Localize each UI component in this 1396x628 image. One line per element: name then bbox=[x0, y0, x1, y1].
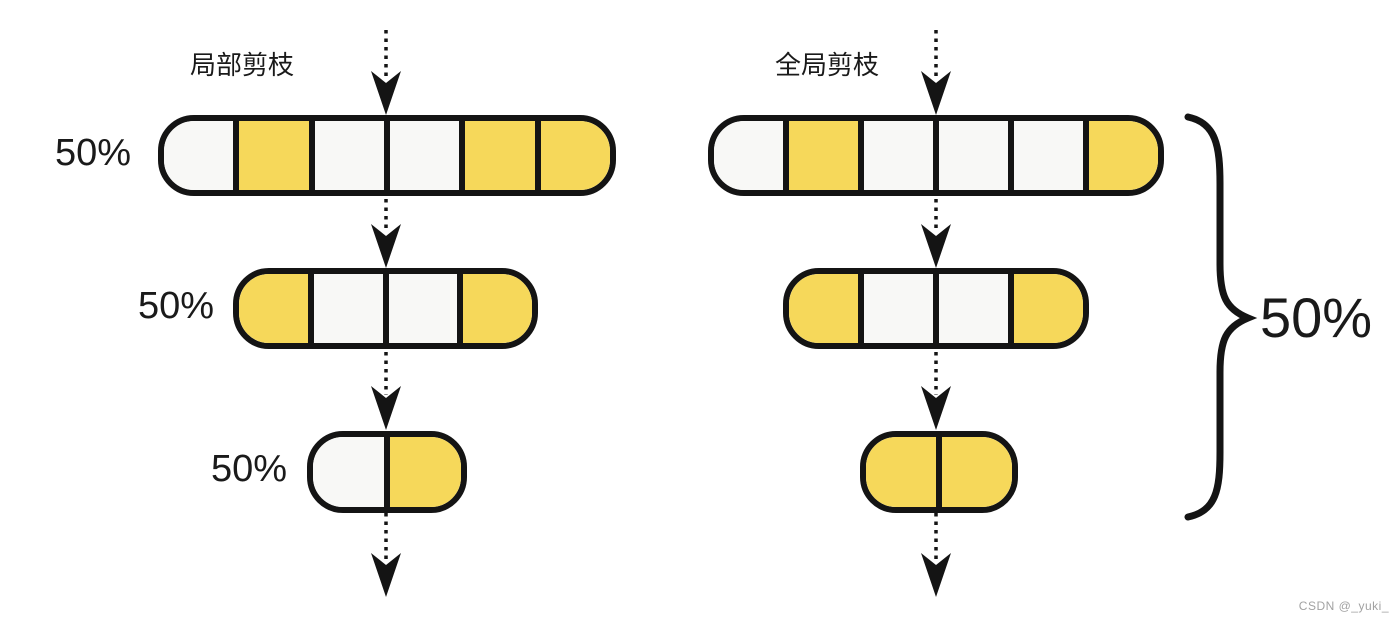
down-arrow-icon bbox=[371, 352, 401, 430]
down-arrow-icon bbox=[371, 513, 401, 597]
local-row3-percentage: 50% bbox=[211, 448, 288, 490]
bar-segment-white bbox=[164, 121, 234, 190]
bar-segment-yellow bbox=[534, 121, 610, 190]
down-arrow-icon bbox=[921, 352, 951, 430]
down-arrow-icon bbox=[921, 30, 951, 115]
bar-segment-yellow bbox=[936, 437, 1012, 507]
bar-segment-white bbox=[308, 121, 384, 190]
bar-segment-white bbox=[933, 274, 1008, 343]
bar-segment-white bbox=[307, 274, 383, 343]
local-row1-percentage: 50% bbox=[55, 132, 132, 174]
curly-brace-icon bbox=[1184, 113, 1258, 521]
bar-segment-white bbox=[858, 274, 933, 343]
down-arrow-icon bbox=[921, 199, 951, 268]
pruning-bar-global-1 bbox=[708, 115, 1164, 196]
global-total-percentage: 50% bbox=[1260, 286, 1373, 349]
bar-segment-yellow bbox=[384, 437, 461, 507]
down-arrow-icon bbox=[371, 30, 401, 115]
bar-segment-yellow bbox=[1083, 121, 1158, 190]
bar-segment-white bbox=[1008, 121, 1083, 190]
bar-segment-yellow bbox=[459, 121, 535, 190]
bar-segment-white bbox=[313, 437, 384, 507]
down-arrow-icon bbox=[921, 513, 951, 597]
bar-segment-yellow bbox=[1008, 274, 1083, 343]
pruning-bar-local-3 bbox=[307, 431, 467, 513]
pruning-bar-global-2 bbox=[783, 268, 1089, 349]
watermark: CSDN @_yuki_ bbox=[1298, 599, 1389, 613]
down-arrow-icon bbox=[371, 199, 401, 268]
bar-segment-yellow bbox=[789, 274, 858, 343]
bar-segment-white bbox=[382, 274, 458, 343]
bar-segment-white bbox=[858, 121, 933, 190]
bar-segment-yellow bbox=[457, 274, 532, 343]
bar-segment-white bbox=[383, 121, 460, 190]
bar-segment-yellow bbox=[866, 437, 936, 507]
pruning-bar-local-1 bbox=[158, 115, 616, 196]
local-pruning-title: 局部剪枝 bbox=[190, 50, 295, 80]
bar-segment-yellow bbox=[233, 121, 309, 190]
bar-segment-yellow bbox=[783, 121, 858, 190]
global-pruning-title: 全局剪枝 bbox=[775, 50, 880, 80]
pruning-bar-local-2 bbox=[233, 268, 538, 349]
local-row2-percentage: 50% bbox=[138, 285, 215, 327]
bar-segment-white bbox=[933, 121, 1008, 190]
bar-segment-white bbox=[714, 121, 783, 190]
bar-segment-yellow bbox=[239, 274, 308, 343]
pruning-bar-global-3 bbox=[860, 431, 1018, 513]
